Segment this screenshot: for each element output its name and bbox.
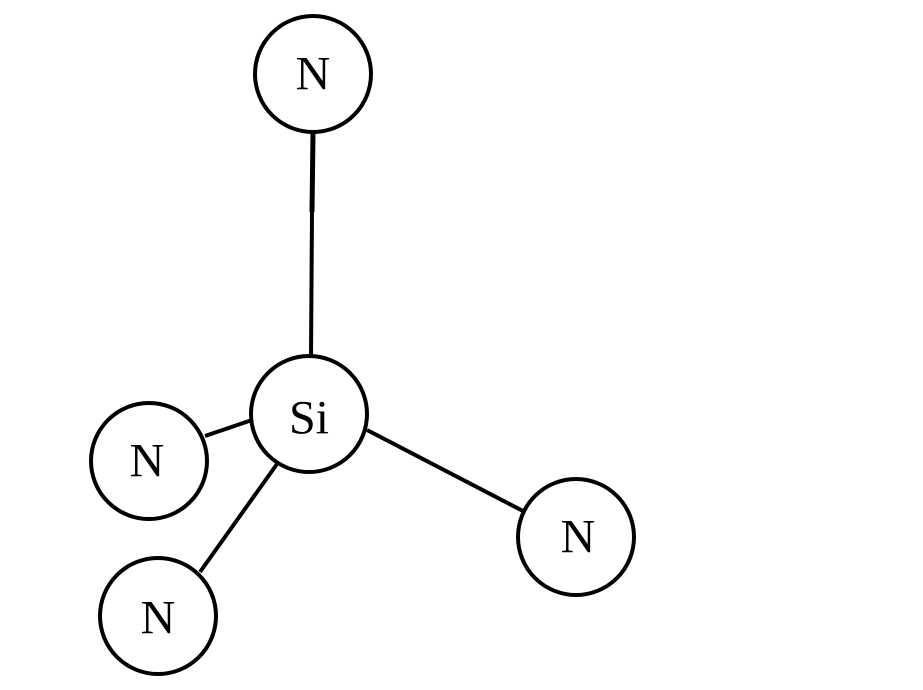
atom-nitrogen-top-label: N [296, 48, 331, 101]
bond-si-n-right [366, 428, 524, 513]
atoms: N Si N N N [89, 14, 636, 676]
bond-si-n-top [309, 211, 314, 357]
atom-nitrogen-bottom-left: N [98, 556, 218, 676]
atom-silicon-center-label: Si [289, 392, 329, 445]
atom-nitrogen-top-circle [253, 14, 373, 134]
atom-nitrogen-top: N [253, 14, 373, 134]
atom-silicon-center-circle [249, 354, 369, 474]
atom-nitrogen-left: N [89, 401, 209, 521]
atom-nitrogen-bottom-left-label: N [141, 592, 176, 645]
atom-nitrogen-bottom-left-circle [98, 556, 218, 676]
atom-nitrogen-left-label: N [130, 435, 165, 488]
atom-silicon-center: Si [249, 354, 369, 474]
bonds [198, 132, 524, 574]
bond-si-n-top-upper [309, 132, 316, 213]
bond-si-n-bottom-left [198, 462, 279, 574]
bond-si-n-left [204, 418, 253, 438]
atom-nitrogen-right-circle [516, 477, 636, 597]
atom-nitrogen-right: N [516, 477, 636, 597]
atom-nitrogen-left-circle [89, 401, 209, 521]
atom-nitrogen-right-label: N [561, 511, 596, 564]
